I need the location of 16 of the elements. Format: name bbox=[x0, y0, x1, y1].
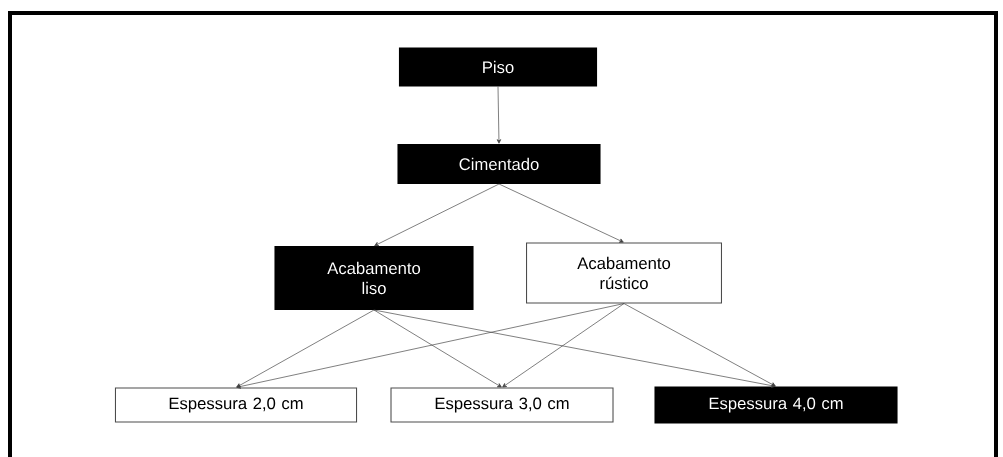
process-box: Espessura 3,0 cm bbox=[390, 387, 614, 423]
arrow bbox=[373, 309, 776, 388]
arrow bbox=[496, 86, 502, 144]
arrow bbox=[502, 303, 625, 388]
arrow bbox=[236, 303, 625, 389]
process-box: Piso bbox=[398, 47, 598, 87]
arrow bbox=[373, 309, 502, 388]
arrow bbox=[623, 303, 776, 387]
process-box: Espessura 4,0 cm bbox=[654, 386, 898, 424]
process-box: Acabamento liso bbox=[274, 246, 474, 310]
process-box: Espessura 2,0 cm bbox=[114, 387, 358, 423]
process-box: Cimentado bbox=[397, 144, 601, 184]
arrow bbox=[498, 183, 624, 243]
arrow bbox=[374, 183, 500, 247]
process-box: Acabamento rústico bbox=[526, 242, 722, 304]
arrow bbox=[236, 309, 375, 388]
